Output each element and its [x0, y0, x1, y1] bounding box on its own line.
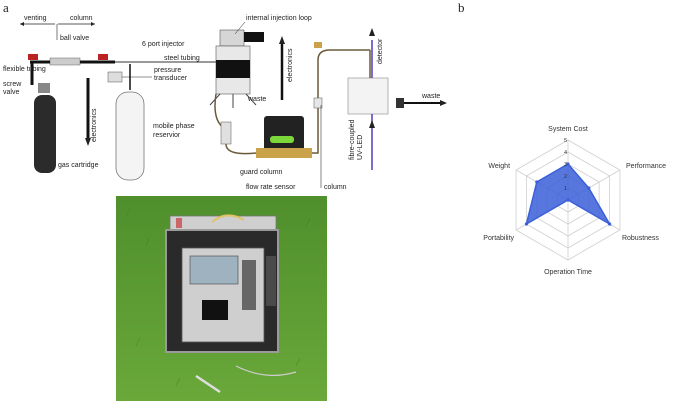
valve-handle-right [98, 54, 108, 60]
label-detector: detector [377, 38, 384, 64]
radar-tick-label: 4 [564, 150, 567, 156]
guard-column [220, 121, 232, 145]
label-gas-cartridge: gas cartridge [58, 162, 99, 169]
radar-point [607, 222, 612, 226]
panel-label-a: a [3, 0, 9, 15]
radar-point [535, 180, 539, 184]
label-electronics-mid: electronics [287, 48, 294, 82]
radar-axis-label: Portability [483, 235, 514, 242]
label-6-port-injector: 6 port injector [142, 41, 185, 48]
label-electronics-left: electronics [91, 108, 98, 142]
label-ball-valve: ball valve [60, 35, 89, 42]
radar-point [566, 162, 570, 166]
syringe [195, 374, 221, 394]
radar-axis-label: Operation Time [544, 269, 592, 276]
radar-tick-label: 2 [564, 174, 567, 180]
mobile-phase-reservoir [115, 91, 145, 181]
control-screen [202, 300, 228, 320]
device-photo [116, 196, 327, 401]
valve-handle-left [28, 54, 38, 60]
radar-point [587, 186, 591, 190]
injector-head [219, 29, 245, 47]
detector-block [347, 77, 389, 115]
label-waste-mid: waste [247, 96, 266, 103]
gas-cartridge [34, 95, 56, 173]
screw-valve [38, 83, 50, 93]
radar-axis-label: Robustness [622, 235, 659, 242]
label-internal-loop: internal injection loop [246, 15, 312, 22]
radar-axis-label: Weight [488, 163, 510, 170]
label-waste-right: waste [421, 93, 440, 100]
radar-axis-label: Performance [626, 163, 666, 170]
panel-label-b: b [458, 0, 465, 15]
radar-tick-label: 5 [564, 138, 567, 144]
radar-tick-label: 3 [564, 162, 567, 168]
label-flow-rate-sensor: flow rate sensor [246, 184, 296, 191]
flow-rate-sensor [264, 116, 304, 152]
label-screw-valve-1: screw [3, 81, 22, 88]
pressure-transducer [107, 71, 123, 83]
injector-handle [244, 32, 264, 42]
label-pressure-1: pressure [154, 67, 181, 74]
radar-tick-label: 1 [564, 186, 567, 192]
radar-point [566, 198, 570, 202]
radar-point [524, 222, 529, 226]
label-pressure-2: transducer [154, 75, 188, 82]
label-venting: venting [24, 15, 47, 22]
label-fibre-coupled-2: UV-LED [357, 135, 364, 160]
ball-valve [49, 57, 81, 66]
label-reservoir-2: reservior [153, 132, 181, 139]
radar-axis-label: System Cost [548, 126, 588, 133]
label-screw-valve-2: valve [3, 89, 19, 96]
label-fibre-coupled-1: fibre-coupled [349, 119, 356, 160]
label-flexible-tubing: flexible tubing [3, 66, 46, 73]
label-column-top: column [70, 15, 93, 22]
display-panel [189, 255, 239, 285]
label-guard-column: guard column [240, 169, 283, 176]
label-reservoir-1: mobile phase [153, 123, 195, 130]
label-steel-tubing: steel tubing [164, 55, 200, 62]
radar-chart: 1 2 3 4 5 System CostPerformanceRobustnessOpe… [483, 126, 666, 276]
label-column-bottom: column [324, 184, 347, 191]
hplc-schematic: venting column ball valve flexible tubin… [3, 15, 447, 191]
